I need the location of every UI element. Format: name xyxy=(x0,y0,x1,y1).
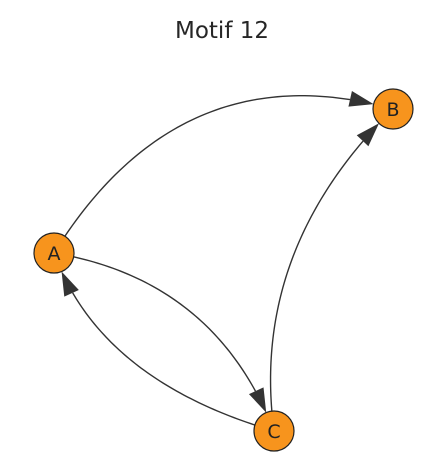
node-label: C xyxy=(267,421,280,443)
edge-C-A xyxy=(61,271,256,426)
edge-line xyxy=(269,140,364,412)
node-C: C xyxy=(253,410,295,452)
arrowhead xyxy=(61,271,79,297)
edge-A-C xyxy=(73,256,267,413)
edges-layer xyxy=(61,91,380,426)
diagram-title: Motif 12 xyxy=(175,18,269,44)
node-circle xyxy=(33,232,75,274)
node-circle xyxy=(253,410,295,452)
arrowhead xyxy=(348,91,374,107)
edge-line xyxy=(72,292,256,426)
node-label: A xyxy=(48,243,61,265)
node-A: A xyxy=(33,232,75,274)
node-circle xyxy=(372,88,414,130)
arrowhead xyxy=(356,123,380,147)
edge-C-B xyxy=(269,123,380,412)
edge-line xyxy=(73,256,257,392)
arrowhead xyxy=(248,387,267,413)
edge-A-B xyxy=(64,91,374,237)
node-B: B xyxy=(372,88,414,130)
nodes-layer: A B C xyxy=(33,88,414,452)
node-label: B xyxy=(386,99,399,121)
edge-line xyxy=(64,95,351,237)
